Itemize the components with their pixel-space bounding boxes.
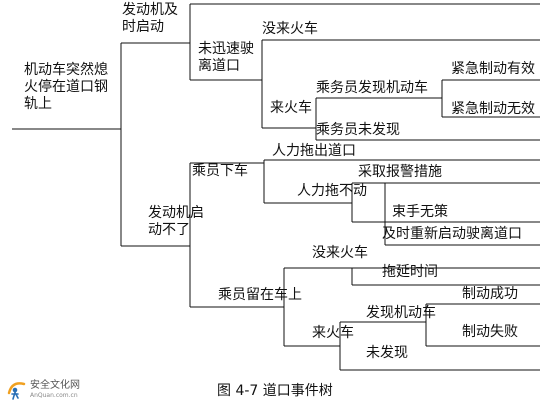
logo-url: AnQuan.com.cn	[30, 392, 78, 399]
b2-brake-fail-label: 制动失败	[462, 324, 518, 340]
b2-train-label: 来火车	[312, 325, 354, 341]
brake-ok-label: 紧急制动有效	[451, 61, 535, 77]
a-slow-label: 未迅速驶离道口	[198, 41, 254, 74]
b2-brake-ok-label: 制动成功	[462, 286, 518, 302]
restart-label: 及时重新启动驶离道口	[382, 226, 522, 242]
delay-label: 拖延时间	[382, 264, 438, 280]
root-label: 机动车突然熄火停在道口钢轨上	[24, 62, 108, 112]
branch-b-label: 发动机启动不了	[148, 205, 204, 238]
push-out-label: 人力拖出道口	[272, 143, 356, 159]
b2-label: 乘员留在车上	[218, 287, 302, 303]
branch-a-label: 发动机及时启动	[122, 2, 178, 35]
alarm-label: 采取报警措施	[358, 164, 442, 180]
b2-notrain-label: 没来火车	[312, 245, 368, 261]
logo-figure-icon	[7, 382, 26, 400]
a2-train-label: 来火车	[270, 100, 312, 116]
site-logo: 安全文化网 AnQuan.com.cn	[6, 377, 96, 403]
helpless-label: 束手无策	[392, 204, 448, 220]
logo-name: 安全文化网	[30, 380, 80, 391]
crew-not-found-label: 乘务员未发现	[316, 122, 400, 138]
push-fail-label: 人力拖不动	[297, 183, 367, 199]
not-found-label: 未发现	[366, 345, 408, 361]
brake-fail-label: 紧急制动无效	[451, 101, 535, 117]
figure-caption: 图 4-7 道口事件树	[217, 383, 333, 399]
a-notrain-label: 没来火车	[262, 21, 318, 37]
found-label: 发现机动车	[366, 305, 436, 321]
b1-label: 乘员下车	[192, 163, 248, 179]
crew-found-label: 乘务员发现机动车	[316, 80, 428, 96]
